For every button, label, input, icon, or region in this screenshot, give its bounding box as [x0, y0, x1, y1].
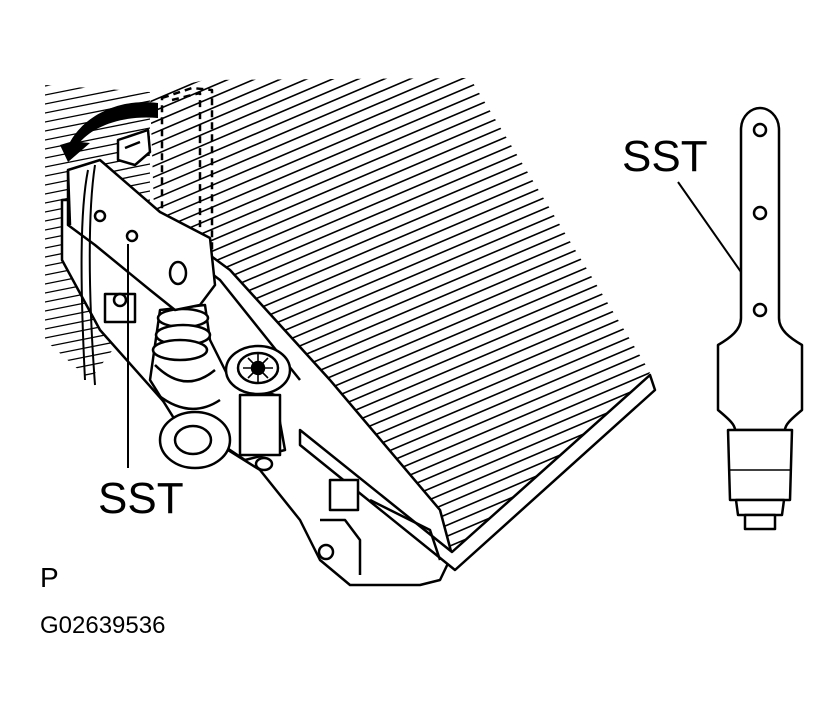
- fin-line: [150, 78, 650, 261]
- leader-line-right: [677, 181, 742, 273]
- fin-line: [40, 36, 160, 60]
- fin-line: [150, 78, 650, 129]
- fin-line: [45, 377, 150, 380]
- fin-line: [140, 0, 680, 73]
- fin-line: [45, 125, 150, 151]
- fin-line: [40, 396, 160, 420]
- fin-line: [140, 0, 680, 62]
- fin-line: [40, 54, 160, 78]
- sst-label-left: SST: [98, 474, 184, 523]
- fin-line: [150, 78, 650, 173]
- fin-line: [150, 78, 650, 250]
- fin-line: [40, 387, 160, 411]
- fin-line: [150, 78, 650, 272]
- figure-code: G02639536: [40, 612, 166, 639]
- fin-line: [150, 78, 650, 239]
- fin-line: [140, 0, 680, 40]
- fin-line: [150, 78, 650, 184]
- view-label: P: [40, 562, 59, 593]
- fin-line: [150, 78, 650, 228]
- fin-line: [150, 78, 650, 162]
- fin-line: [150, 78, 650, 294]
- sst-tool-installed: [66, 86, 217, 386]
- fin-line: [150, 78, 650, 85]
- fin-line: [45, 85, 150, 97]
- fin-line: [150, 78, 650, 217]
- fin-line: [45, 85, 150, 106]
- drain-cock: [103, 292, 292, 472]
- fin-line: [150, 78, 650, 151]
- fin-line: [150, 78, 650, 96]
- sst-label-right: SST: [622, 132, 708, 181]
- sst-tool-standalone: [716, 106, 804, 531]
- fin-line: [150, 78, 650, 206]
- fin-line: [150, 78, 650, 195]
- fin-line: [150, 78, 650, 140]
- fin-line: [45, 89, 150, 115]
- fin-line: [45, 85, 150, 88]
- fin-line: [40, 45, 160, 69]
- fin-line: [150, 78, 650, 283]
- curved-arrow-icon: [60, 102, 158, 162]
- fin-line: [140, 0, 680, 51]
- fin-line: [45, 116, 150, 142]
- fin-line: [150, 78, 650, 118]
